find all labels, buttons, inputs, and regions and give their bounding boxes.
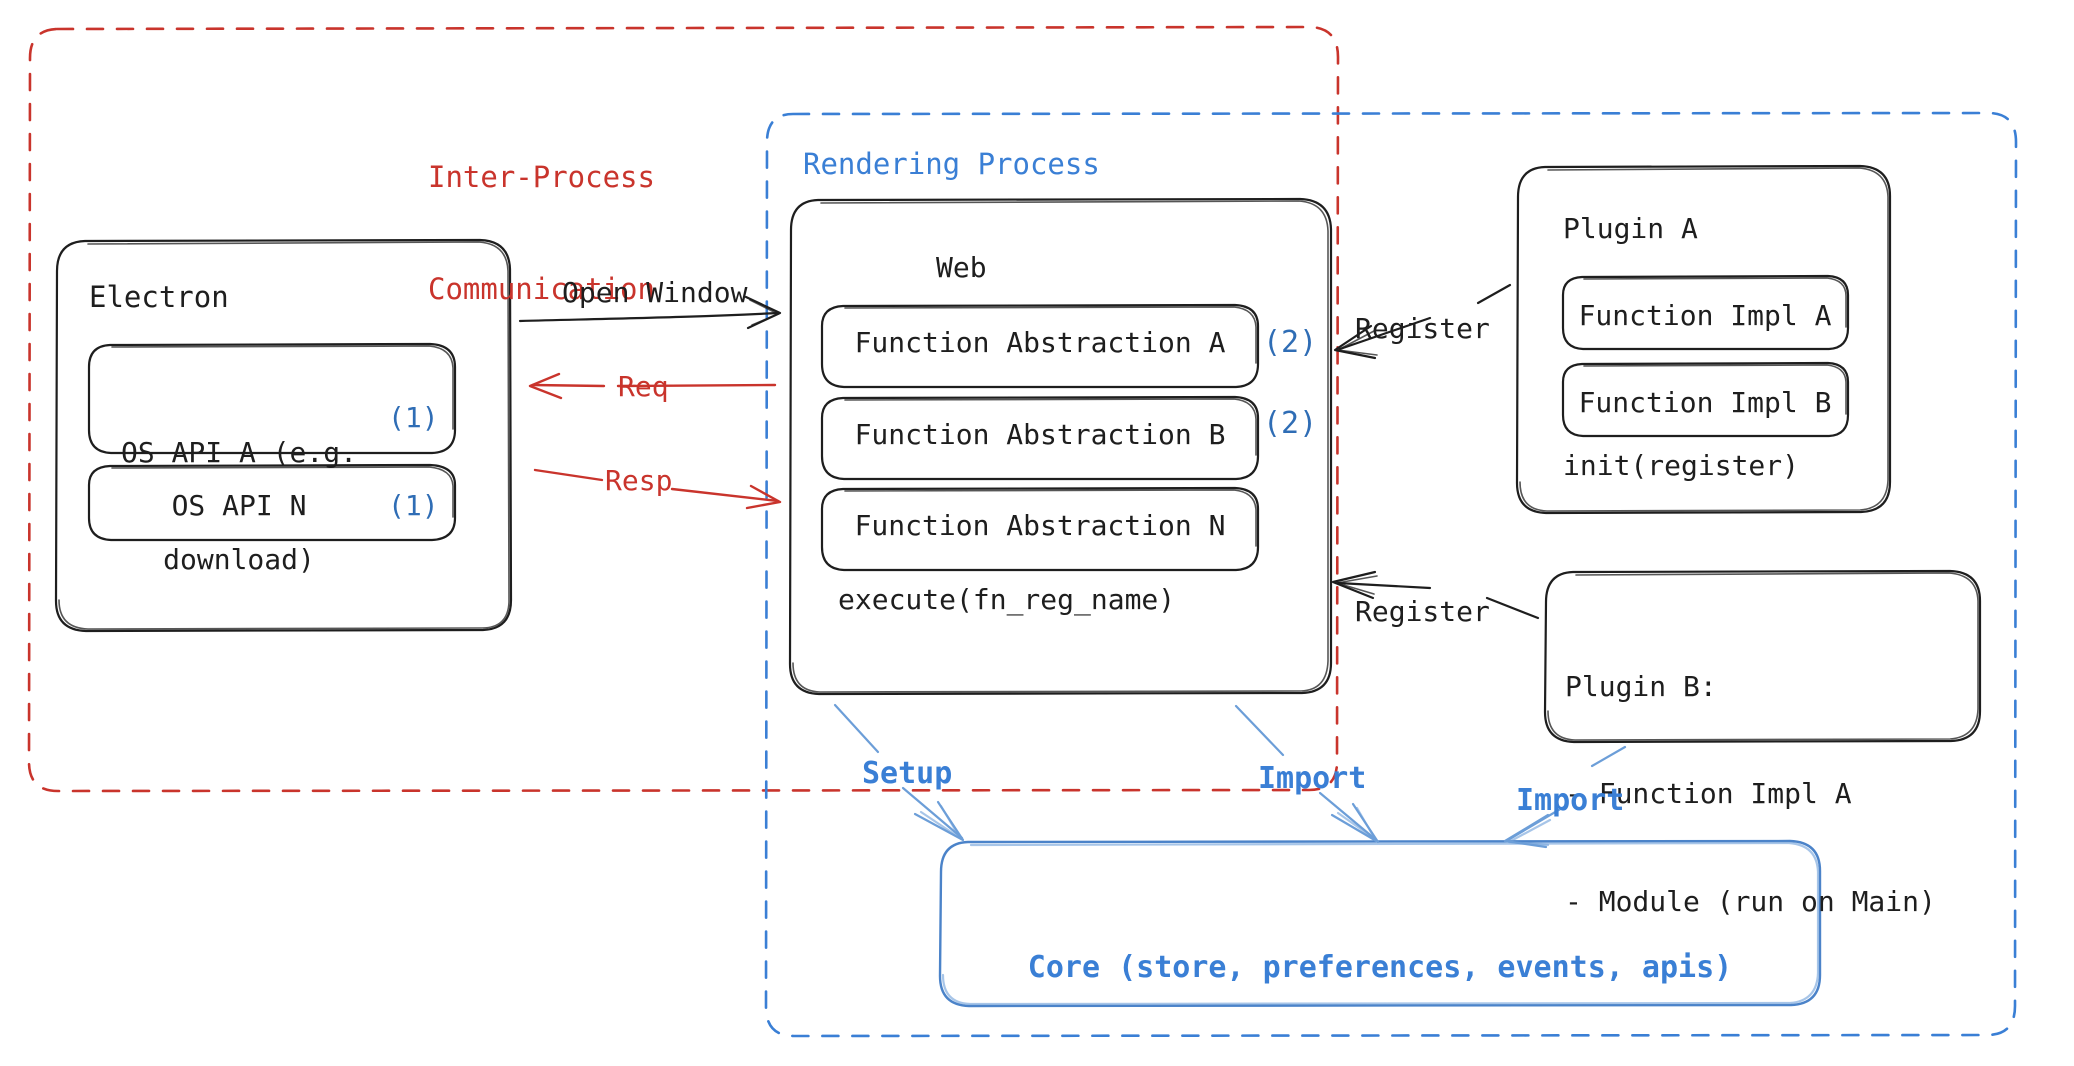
edge-register-plugin-a-arrow [1333, 283, 1512, 360]
node-os-api-a-box[interactable] [87, 342, 457, 455]
node-plugin-b-content: Plugin B: - Function Impl A - Module (ru… [1565, 597, 1936, 991]
edge-resp-arrow [533, 468, 782, 510]
node-os-api-a-line2: download) [163, 543, 315, 577]
node-electron-box[interactable] [54, 238, 513, 633]
node-plugin-b-line1: Plugin B: [1565, 669, 1717, 703]
node-plugin-b-box[interactable] [1543, 569, 1982, 744]
node-web-box[interactable] [788, 197, 1333, 696]
node-core-box[interactable] [938, 839, 1822, 1008]
edge-open-window-label: Open Window [562, 276, 748, 309]
edge-req-arrow [528, 372, 777, 400]
node-os-api-a-tag: (1) [388, 401, 439, 434]
region-rendering-process-label: Rendering Process [803, 147, 1100, 181]
node-web-title: Web [936, 251, 987, 284]
node-core-line1: Core (store, preferences, events, apis) [1027, 950, 1733, 986]
node-core-content: Core (store, preferences, events, apis) … [944, 862, 1816, 1066]
node-function-abstraction-b-label: Function Abstraction B [854, 418, 1226, 451]
edge-setup-label: Setup [862, 756, 953, 791]
node-plugin-a-title: Plugin A [1563, 212, 1698, 245]
edge-import-plugin-b-arrow [1503, 745, 1627, 849]
edge-setup-arrow [833, 703, 965, 842]
edge-import-web-arrow [1234, 704, 1380, 844]
region-ipc-label-line1: Inter-Process [428, 160, 655, 195]
edge-resp-label: Resp [605, 464, 673, 497]
node-plugin-a-footer: init(register) [1563, 449, 1800, 482]
node-os-api-n-label: OS API N [171, 489, 307, 522]
region-rendering-process-border [764, 111, 2018, 1038]
edge-register-plugin-b-arrow [1331, 570, 1540, 620]
node-os-api-a-label: OS API A (e.g. download) [94, 363, 384, 650]
node-function-abstraction-b-box[interactable] [820, 395, 1260, 481]
edge-register-plugin-a-label: Register [1355, 312, 1490, 345]
node-os-api-a-line1: OS API A (e.g. [120, 435, 357, 469]
node-plugin-b-line2: - Function Impl A [1565, 777, 1852, 811]
region-ipc-label-line2: Communication [428, 271, 655, 306]
node-function-impl-b-box[interactable] [1561, 361, 1850, 438]
node-os-api-n-tag: (1) [388, 489, 439, 522]
node-function-impl-a-label: Function Impl A [1578, 299, 1832, 332]
node-function-abstraction-a-box[interactable] [820, 303, 1260, 389]
node-plugin-a-box[interactable] [1515, 164, 1892, 515]
node-electron-title: Electron [89, 280, 229, 314]
node-os-api-n-box[interactable] [87, 463, 457, 542]
edge-import-web-label: Import [1258, 761, 1367, 796]
node-function-abstraction-b-tag: (2) [1263, 406, 1318, 441]
node-function-impl-b-label: Function Impl B [1578, 386, 1832, 419]
edge-import-plugin-b-label: Import [1516, 783, 1625, 818]
node-function-impl-a-box[interactable] [1561, 274, 1850, 351]
edge-register-plugin-b-label: Register [1355, 595, 1490, 628]
node-function-abstraction-n-box[interactable] [820, 486, 1260, 572]
node-plugin-b-line3: - Module (run on Main) [1565, 884, 1936, 918]
region-ipc-label: Inter-Process Communication [428, 85, 655, 382]
node-web-footer: execute(fn_reg_name) [838, 583, 1176, 616]
node-function-abstraction-a-label: Function Abstraction A [854, 326, 1226, 359]
node-function-abstraction-n-label: Function Abstraction N [854, 509, 1226, 542]
edge-req-label: Req [618, 370, 669, 403]
edge-open-window-arrow [518, 295, 782, 330]
region-ipc-border [27, 25, 1340, 793]
node-function-abstraction-a-tag: (2) [1263, 325, 1318, 360]
